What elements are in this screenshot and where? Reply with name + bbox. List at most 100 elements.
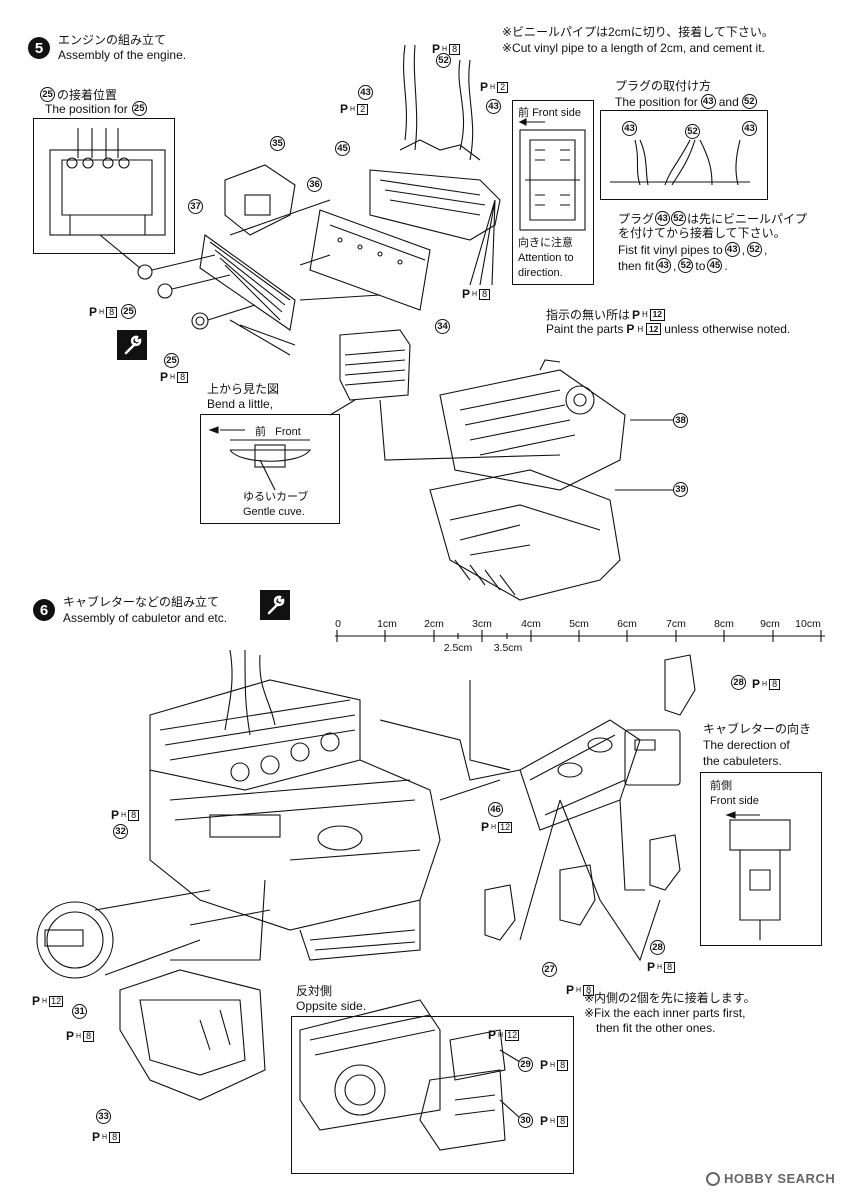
ruler-label-2: 2cm: [424, 618, 444, 630]
front-en: Front side: [532, 107, 581, 119]
ruler-label-3: 3cm: [472, 618, 492, 630]
ruler-label-8: 8cm: [714, 618, 734, 630]
part-25-badge: 25: [131, 101, 147, 116]
ruler-label-7: 7cm: [666, 618, 686, 630]
part-43-badge: 43: [656, 258, 672, 273]
watermark-brand: HOBBY SEARCH: [724, 1171, 836, 1186]
inner-note-jp: ※内側の2個を先に接着します。: [584, 991, 756, 1005]
paint-code-p: P: [626, 322, 635, 336]
plug-detail-frame: [600, 110, 768, 200]
fit-jp-1: プラグ: [618, 212, 655, 226]
carb-front-en: Front side: [710, 795, 759, 807]
step-5-title-jp: エンジンの組み立て: [58, 33, 167, 47]
part-32-label: 32: [113, 824, 128, 839]
plug-title-en: The position for 43 and 52: [615, 94, 757, 109]
inner-note-en-1: ※Fix the each inner parts first,: [584, 1006, 746, 1020]
ruler-label-0: 0: [335, 618, 341, 630]
fit-en-2: then fit: [618, 258, 655, 273]
fit-en-1: Fist fit vinyl pipes to: [618, 242, 723, 257]
part-52-badge: 52: [678, 258, 694, 273]
paint-code-12: 12: [649, 308, 665, 321]
part-52-badge: 52: [741, 94, 757, 109]
topview-en: Bend a little,: [207, 397, 274, 411]
topfront-en: Front: [275, 426, 301, 438]
topview-front-label: 前 Front: [255, 423, 301, 439]
ruler-label-6: 6cm: [617, 618, 637, 630]
ruler-label-5: 5cm: [569, 618, 589, 630]
part-43-badge: 43: [724, 242, 740, 257]
topfront-jp: 前: [255, 426, 266, 438]
paint-code-p: P: [632, 307, 641, 322]
wrench-icon: [117, 330, 147, 360]
paint-code-h: H: [642, 310, 648, 319]
attention-en-1: Attention to: [518, 252, 574, 264]
part-37-label: 37: [188, 199, 203, 214]
part-46-label: 46: [488, 802, 503, 817]
attention-jp: 向きに注意: [518, 237, 573, 249]
front-side-frame: [512, 100, 594, 285]
part-52-badge: 52: [671, 211, 687, 226]
topview-jp: 上から見た図: [207, 382, 280, 396]
step-5-title-en: Assembly of the engine.: [58, 48, 187, 62]
plug-title-en-pre: The position for: [615, 94, 698, 109]
inner-note-en-2: then fit the other ones.: [596, 1021, 716, 1035]
fit-en-3: to: [695, 258, 706, 273]
plug-title-jp: プラグの取付け方: [615, 79, 712, 93]
step-6-number: 6: [33, 599, 55, 621]
front-jp: 前: [518, 107, 529, 119]
part-36-label: 36: [307, 177, 322, 192]
opposite-frame: [291, 1016, 574, 1174]
part-30-label: 30: [518, 1113, 533, 1128]
plug-52-mid: 52: [685, 124, 700, 139]
fit-note-en-1: Fist fit vinyl pipes to 43, 52,: [618, 242, 768, 257]
paint-en-pre: Paint the parts: [546, 322, 624, 336]
pos25-detail-frame: [33, 118, 175, 254]
opposite-jp: 反対側: [296, 984, 333, 998]
ruler-sublabel-35: 3.5cm: [493, 642, 523, 654]
watermark: HOBBY SEARCH: [706, 1171, 835, 1186]
topview-frame: [200, 414, 340, 524]
part-28-label-top: 28: [731, 675, 746, 690]
watermark-logo-icon: [706, 1171, 720, 1186]
front-side-label: 前 Front side: [518, 104, 581, 120]
part-43-label-right: 43: [486, 99, 501, 114]
vinyl-note-jp: ※ビニールパイプは2cmに切り、接着して下さい。: [502, 25, 774, 39]
part-35-label: 35: [270, 136, 285, 151]
part-33-label: 33: [96, 1109, 111, 1124]
part-38-label: 38: [673, 413, 688, 428]
ruler-label-1: 1cm: [377, 618, 397, 630]
ruler-label-4: 4cm: [521, 618, 541, 630]
part-34-label: 34: [435, 319, 450, 334]
step-5-number: 5: [28, 37, 50, 59]
plug-title-en-and: and: [718, 94, 739, 109]
part-43-badge: 43: [700, 94, 716, 109]
step-6-title-jp: キャブレターなどの組み立て: [63, 595, 220, 609]
part-25-label-a: 25: [121, 304, 136, 319]
fit-note-jp-2: を付けてから接着して下さい。: [618, 226, 786, 240]
fit-jp-2: は先にビニールパイプ: [687, 212, 808, 226]
part-25-label-b: 25: [164, 353, 179, 368]
paint-code-12: 12: [646, 323, 662, 335]
fit-note-en-2: then fit 43, 52 to 45.: [618, 258, 728, 273]
ruler-label-9: 9cm: [760, 618, 780, 630]
part-28-label-bottom: 28: [650, 940, 665, 955]
part-45-badge: 45: [707, 258, 723, 273]
part-29-label: 29: [518, 1057, 533, 1072]
curve-en: Gentle cuve.: [243, 506, 305, 518]
pos25-text-jp: の接着位置: [57, 88, 118, 102]
